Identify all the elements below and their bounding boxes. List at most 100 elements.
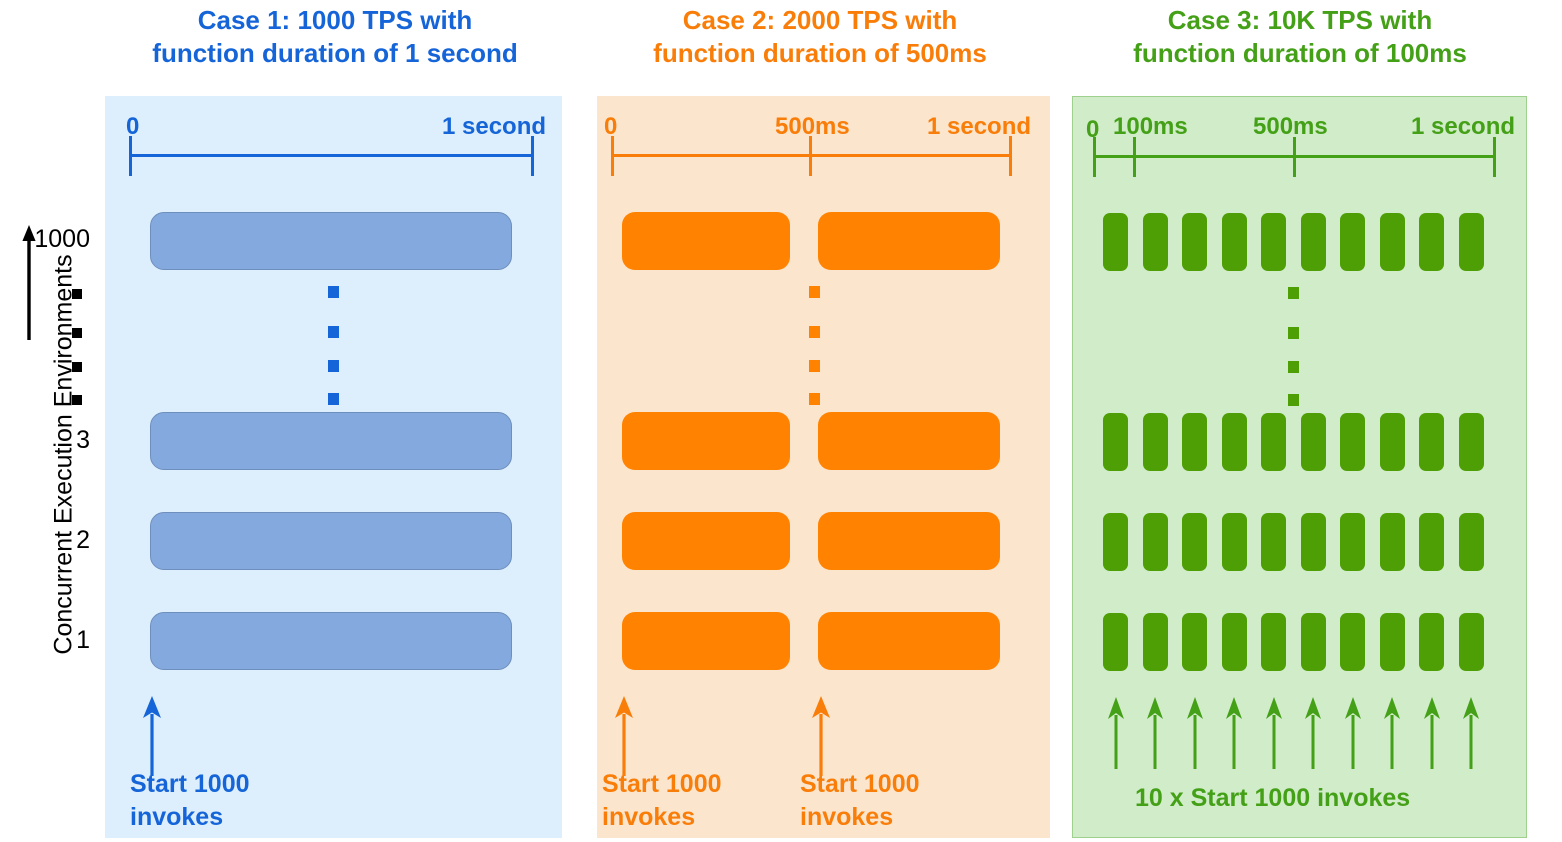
execution-bar <box>818 612 1000 670</box>
execution-bar <box>1182 413 1207 471</box>
y-axis-ticks: 1000 3 2 1 <box>18 0 90 842</box>
panel-case-2: 0 500ms 1 second St <box>597 96 1050 838</box>
start-invokes-caption: Start 1000 invokes <box>602 770 722 831</box>
y-axis-ellipsis-dot <box>72 328 82 338</box>
execution-bar <box>1379 413 1405 471</box>
execution-bar <box>1379 213 1405 271</box>
y-tick-3: 3 <box>76 426 90 454</box>
execution-bar <box>1419 513 1444 571</box>
start-invokes-arrow-icon <box>615 696 633 776</box>
timeline-label-500ms: 500ms <box>1253 113 1328 140</box>
execution-bar <box>1340 413 1365 471</box>
start-invokes-arrow-icon <box>1147 697 1163 769</box>
start-invokes-arrow-icon <box>1463 697 1479 769</box>
execution-bar <box>818 512 1000 570</box>
start-invokes-arrow-icon <box>1305 697 1321 769</box>
timeline-label-0: 0 <box>604 113 618 140</box>
execution-bar <box>1300 613 1326 671</box>
ellipsis-dot <box>328 286 339 298</box>
start-invokes-arrow-icon <box>1384 697 1400 769</box>
timeline-tick-500ms <box>1293 137 1296 177</box>
execution-bar <box>1340 213 1365 271</box>
execution-bar <box>1340 613 1365 671</box>
timeline-label-1-second: 1 second <box>1411 113 1516 140</box>
execution-bar <box>1182 213 1207 271</box>
y-tick-1: 1 <box>76 626 90 654</box>
execution-bar <box>1182 613 1207 671</box>
execution-bar <box>1458 513 1484 571</box>
ellipsis-dot <box>1288 361 1299 373</box>
start-invokes-arrow-icon <box>1344 697 1361 769</box>
start-invokes-arrow-icon <box>1186 697 1203 769</box>
ellipsis-dot <box>809 326 820 338</box>
ellipsis-dot <box>1288 394 1299 406</box>
execution-bar <box>1419 413 1444 471</box>
timeline-label-0: 0 <box>1086 116 1100 143</box>
execution-bar <box>622 212 790 270</box>
start-invokes-caption: 10 x Start 1000 invokes <box>1135 784 1411 812</box>
y-axis-ellipsis-dot <box>72 362 82 372</box>
timeline-tick-0 <box>129 136 132 176</box>
ellipsis-dot <box>1288 287 1299 299</box>
execution-bar <box>1379 513 1405 571</box>
execution-bar <box>1103 513 1128 571</box>
execution-bar <box>1261 513 1286 571</box>
timeline-label-100ms: 100ms <box>1113 113 1188 140</box>
y-axis-ellipsis-dot <box>72 395 82 405</box>
execution-bar <box>150 212 512 270</box>
panel-case-3: 0 100ms 500ms 1 second 10 x Start 1000 i… <box>1072 96 1527 838</box>
y-axis-up-arrow-icon <box>22 225 36 340</box>
execution-bar <box>1142 413 1168 471</box>
execution-bar <box>1458 613 1484 671</box>
execution-bar <box>1458 213 1484 271</box>
execution-bar <box>1458 413 1484 471</box>
panel-case-1: 0 1 second Start 1000 invokes <box>105 96 562 838</box>
execution-bar <box>1103 413 1128 471</box>
execution-bar <box>1261 613 1286 671</box>
execution-bar <box>1142 513 1168 571</box>
execution-bar <box>1379 613 1405 671</box>
ellipsis-dot <box>809 286 820 298</box>
ellipsis-dot <box>809 393 820 405</box>
panel-title-case-1: Case 1: 1000 TPS with function duration … <box>152 5 518 69</box>
start-invokes-arrow-icon <box>1265 697 1282 769</box>
ellipsis-dot <box>1288 327 1299 339</box>
execution-bar <box>818 212 1000 270</box>
start-invokes-arrow-icon <box>1107 697 1124 769</box>
panel-title-case-2: Case 2: 2000 TPS with function duration … <box>653 5 987 69</box>
y-axis-ellipsis-dot <box>72 289 82 299</box>
execution-bar <box>1221 213 1247 271</box>
start-invokes-arrow-icon <box>143 696 161 776</box>
execution-bar <box>622 612 790 670</box>
execution-bar <box>1221 613 1247 671</box>
timeline-label-1-second: 1 second <box>927 113 1032 140</box>
execution-bar <box>1221 413 1247 471</box>
execution-bar <box>818 412 1000 470</box>
timeline-case-2: 0 500ms 1 second <box>597 96 1050 186</box>
execution-bar <box>1300 213 1326 271</box>
timeline-tick-0 <box>611 136 614 176</box>
execution-bar <box>1103 213 1128 271</box>
timeline-tick-1-second <box>1009 136 1012 176</box>
execution-bar <box>1142 213 1168 271</box>
execution-bar <box>622 512 790 570</box>
timeline-axis-line <box>129 154 533 157</box>
execution-bar <box>1221 513 1247 571</box>
start-invokes-arrow-icon <box>812 696 830 776</box>
start-invokes-caption: Start 1000 invokes <box>800 770 920 831</box>
timeline-tick-1-second <box>531 136 534 176</box>
execution-bar <box>150 512 512 570</box>
ellipsis-dot <box>809 360 820 372</box>
timeline-tick-500ms <box>809 136 812 176</box>
start-invokes-caption: Start 1000 invokes <box>130 770 250 831</box>
ellipsis-dot <box>328 326 339 338</box>
start-invokes-arrow-icon <box>1226 697 1242 769</box>
y-tick-1000: 1000 <box>34 225 90 253</box>
execution-bar <box>1182 513 1207 571</box>
execution-bar <box>150 612 512 670</box>
execution-bar <box>1300 513 1326 571</box>
timeline-case-1: 0 1 second <box>105 96 562 186</box>
y-tick-2: 2 <box>76 526 90 554</box>
execution-bar <box>1142 613 1168 671</box>
